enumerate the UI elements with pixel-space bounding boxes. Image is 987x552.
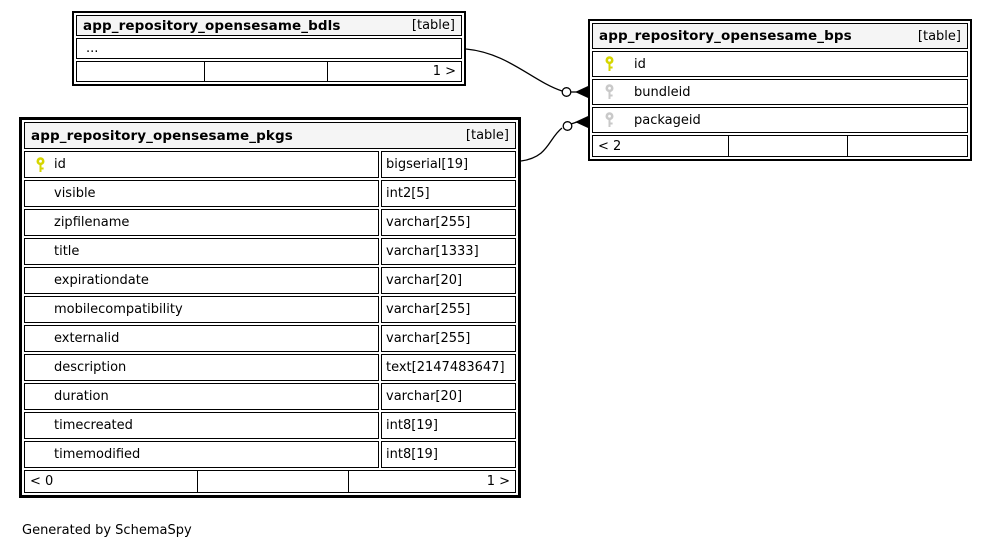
pagination-middle (203, 62, 327, 81)
table-pagination-bdls: 1 > (76, 61, 462, 82)
table-row: mobilecompatibility varchar[255] (24, 296, 516, 323)
table-row: title varchar[1333] (24, 238, 516, 265)
column-type: varchar[20] (381, 267, 516, 294)
column-name[interactable]: timemodified (54, 447, 141, 462)
table-type-badge: [table] (411, 18, 455, 33)
column-type: int2[5] (381, 180, 516, 207)
pagination-middle (196, 471, 349, 492)
table-pagination-pkgs: < 0 1 > (24, 470, 516, 493)
relationship-line-bdls-bundleid (465, 48, 588, 98)
column-name[interactable]: visible (54, 186, 96, 201)
table-row: duration varchar[20] (24, 383, 516, 410)
table-title[interactable]: app_repository_opensesame_bps (599, 28, 852, 44)
primary-key-icon (603, 56, 616, 72)
column-type: varchar[1333] (381, 238, 516, 265)
table-row: packageid (592, 107, 968, 133)
table-row: externalid varchar[255] (24, 325, 516, 352)
table-row: id (592, 51, 968, 77)
table-app-repository-opensesame-pkgs: app_repository_opensesame_pkgs [table] i… (19, 117, 521, 498)
pagination-middle (727, 136, 848, 156)
generator-credit: Generated by SchemaSpy (22, 523, 192, 538)
pagination-next (847, 136, 967, 156)
table-type-badge: [table] (465, 128, 509, 143)
column-type: int8[19] (381, 441, 516, 468)
column-type: varchar[255] (381, 209, 516, 236)
column-name[interactable]: zipfilename (54, 215, 130, 230)
table-type-badge: [table] (917, 28, 961, 44)
column-name[interactable]: id (54, 157, 66, 172)
column-name[interactable]: duration (54, 389, 109, 404)
column-name[interactable]: externalid (54, 331, 120, 346)
table-title[interactable]: app_repository_opensesame_pkgs (31, 127, 293, 144)
pagination-prev (77, 62, 204, 81)
table-row: timemodified int8[19] (24, 441, 516, 468)
column-name[interactable]: description (54, 360, 127, 375)
table-pagination-bps: < 2 (592, 135, 968, 157)
column-type: varchar[255] (381, 296, 516, 323)
table-header-pkgs[interactable]: app_repository_opensesame_pkgs [table] (24, 122, 516, 149)
table-row: bundleid (592, 79, 968, 105)
column-type: varchar[20] (381, 383, 516, 410)
column-name[interactable]: timecreated (54, 418, 133, 433)
table-row: timecreated int8[19] (24, 412, 516, 439)
pagination-next[interactable]: 1 > (326, 62, 461, 81)
foreign-key-icon (603, 84, 616, 100)
table-title[interactable]: app_repository_opensesame_bdls (83, 17, 341, 34)
collapsed-columns-cell: ... (76, 38, 462, 59)
table-app-repository-opensesame-bdls: app_repository_opensesame_bdls [table] .… (72, 11, 466, 86)
relationship-line-pkgs-packageid (520, 116, 588, 162)
pagination-next[interactable]: 1 > (348, 471, 515, 492)
table-row: description text[2147483647] (24, 354, 516, 381)
column-name[interactable]: bundleid (634, 84, 691, 100)
table-row: zipfilename varchar[255] (24, 209, 516, 236)
column-type: bigserial[19] (381, 151, 516, 178)
table-header-bdls[interactable]: app_repository_opensesame_bdls [table] (76, 15, 462, 36)
table-row-collapsed: ... (76, 38, 462, 59)
column-name[interactable]: expirationdate (54, 273, 149, 288)
column-name[interactable]: id (634, 56, 646, 72)
pagination-prev[interactable]: < 0 (30, 474, 54, 489)
pagination-prev[interactable]: < 2 (598, 138, 622, 154)
table-row: id bigserial[19] (24, 151, 516, 178)
table-app-repository-opensesame-bps: app_repository_opensesame_bps [table] id (588, 19, 972, 161)
column-type: varchar[255] (381, 325, 516, 352)
column-name[interactable]: title (54, 244, 80, 259)
primary-key-icon (34, 156, 47, 173)
foreign-key-icon (603, 112, 616, 128)
column-type: text[2147483647] (381, 354, 516, 381)
table-header-bps[interactable]: app_repository_opensesame_bps [table] (592, 23, 968, 49)
column-name[interactable]: packageid (634, 112, 701, 128)
column-name[interactable]: mobilecompatibility (54, 302, 183, 317)
table-row: expirationdate varchar[20] (24, 267, 516, 294)
column-type: int8[19] (381, 412, 516, 439)
table-row: visible int2[5] (24, 180, 516, 207)
